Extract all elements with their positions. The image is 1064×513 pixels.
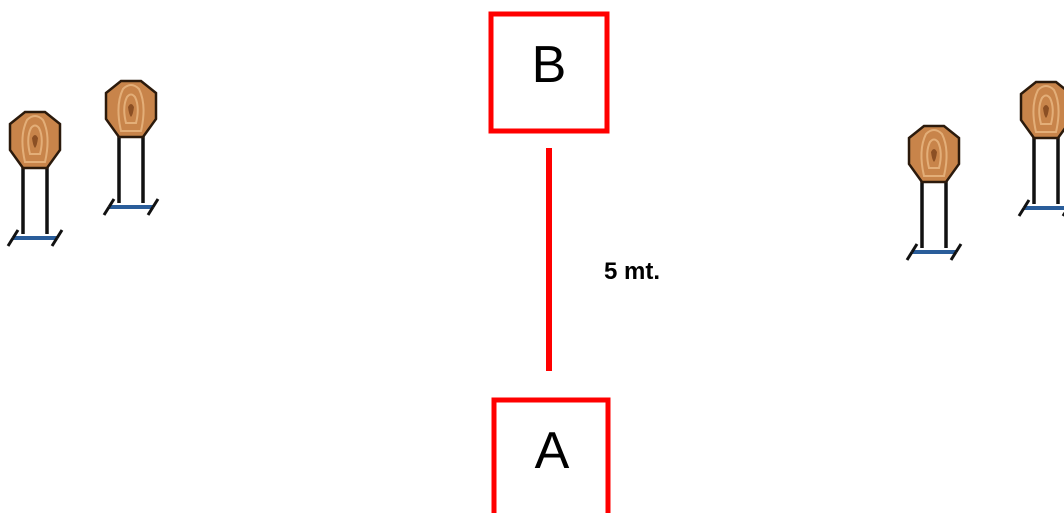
- shooting-target-icon: [102, 79, 160, 217]
- shooting-target-icon: [6, 110, 64, 248]
- shooting-target-icon: [1017, 80, 1064, 218]
- distance-label: 5 mt.: [604, 258, 660, 285]
- position-label-b: B: [532, 36, 567, 94]
- position-label-a: A: [535, 422, 570, 480]
- shooting-target-icon: [905, 124, 963, 262]
- position-box-b: [488, 11, 610, 134]
- position-box-a: [491, 397, 611, 513]
